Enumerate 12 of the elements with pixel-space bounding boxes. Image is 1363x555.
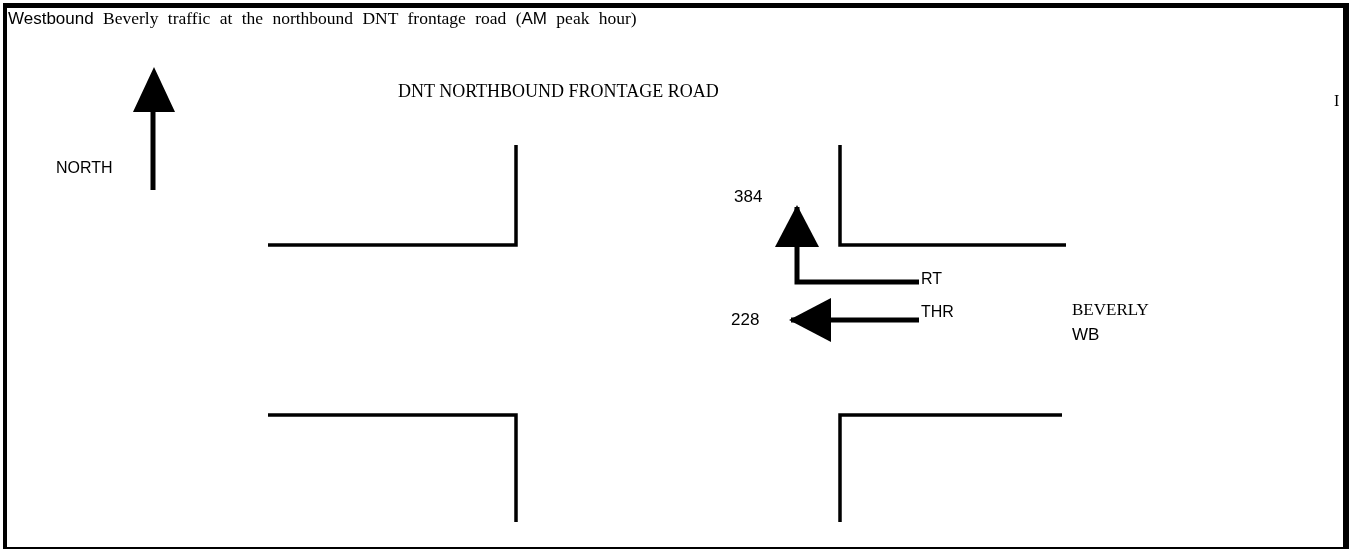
traffic-volume: 228 <box>731 311 760 328</box>
stray-mark: I <box>1334 92 1340 110</box>
street-label: WB <box>1072 325 1100 345</box>
movement-label: RT <box>921 271 943 287</box>
traffic-volume: 384 <box>734 188 763 205</box>
turn-movement-arrow <box>775 205 919 285</box>
movement-label: THR <box>921 304 954 320</box>
diagram-title: Westbound Beverly traffic at the northbound DNT frontage road (AM peak hour) <box>8 8 637 29</box>
street-label: BEVERLY <box>1072 300 1149 320</box>
street-label: NORTH <box>56 159 113 177</box>
turn-movement-arrow <box>789 298 919 342</box>
street-label: DNT NORTHBOUND FRONTAGE ROAD <box>398 81 719 102</box>
